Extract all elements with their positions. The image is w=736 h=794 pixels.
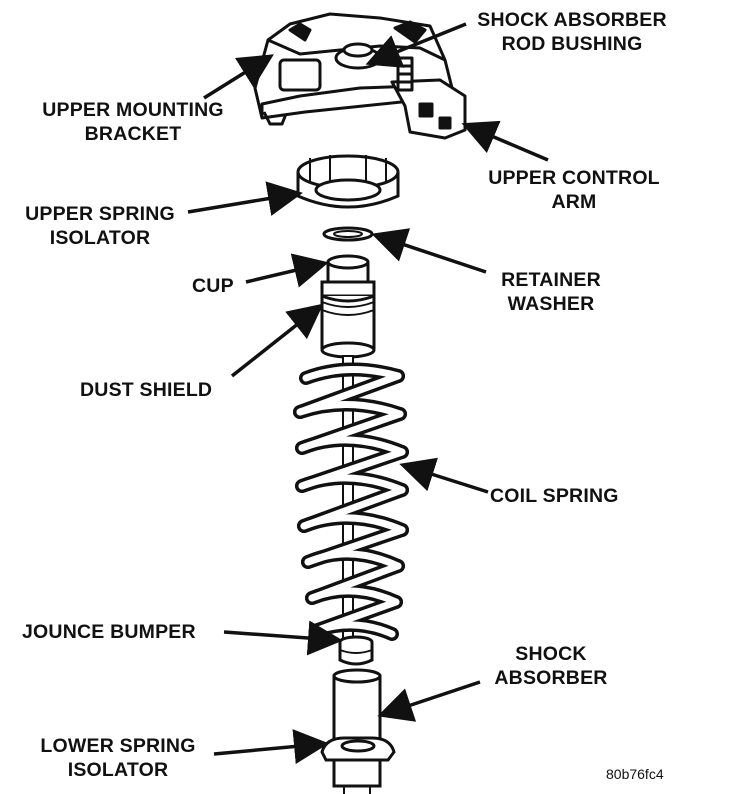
lower-spring-isolator-drawing <box>320 736 396 762</box>
label-line: ARM <box>551 191 597 213</box>
label-line: ISOLATOR <box>67 759 169 781</box>
arrow-upper-mounting-bracket <box>203 54 274 100</box>
label-shock-absorber-rod-bushing: SHOCK ABSORBER ROD BUSHING <box>462 8 682 56</box>
arrow-cup <box>245 253 329 288</box>
label-lower-spring-isolator: LOWER SPRING ISOLATOR <box>22 734 214 782</box>
dust-shield-drawing <box>320 254 376 359</box>
arrow-rod-bushing <box>365 22 467 68</box>
label-line: LOWER SPRING <box>40 735 196 757</box>
upper-spring-isolator-drawing <box>296 154 400 209</box>
label-upper-mounting-bracket: UPPER MOUNTING BRACKET <box>26 98 240 146</box>
label-line: UPPER SPRING <box>25 203 175 225</box>
label-shock-absorber: SHOCK ABSORBER <box>476 642 626 690</box>
label-line: BRACKET <box>84 123 182 145</box>
arrow-coil-spring <box>399 457 489 494</box>
retainer-washer-drawing <box>322 226 374 242</box>
label-line: ROD BUSHING <box>501 33 643 55</box>
label-dust-shield: DUST SHIELD <box>80 379 213 401</box>
label-line: WASHER <box>507 293 595 315</box>
arrow-upper-control-arm <box>461 120 549 162</box>
arrow-shock-absorber <box>377 680 481 722</box>
label-upper-control-arm: UPPER CONTROL ARM <box>474 166 674 214</box>
arrow-retainer-washer <box>371 228 487 274</box>
coil-spring-inner <box>296 366 406 638</box>
arrow-dust-shield <box>230 303 324 378</box>
label-line: UPPER CONTROL <box>488 167 660 189</box>
label-cup: CUP <box>192 275 234 297</box>
label-line: UPPER MOUNTING <box>42 99 224 121</box>
label-line: ABSORBER <box>494 667 608 689</box>
upper-mounting-bracket-drawing <box>253 12 467 140</box>
label-line: SHOCK ABSORBER <box>477 9 667 31</box>
arrow-lower-spring-isolator <box>213 729 329 765</box>
label-jounce-bumper: JOUNCE BUMPER <box>22 621 196 643</box>
arrow-upper-spring-isolator <box>187 181 303 216</box>
label-retainer-washer: RETAINER WASHER <box>486 268 616 316</box>
leader-arrows <box>187 22 549 765</box>
label-coil-spring: COIL SPRING <box>490 485 619 507</box>
label-upper-spring-isolator: UPPER SPRING ISOLATOR <box>10 202 190 250</box>
label-line: ISOLATOR <box>49 227 151 249</box>
label-line: SHOCK <box>515 643 587 665</box>
figure-code: 80b76fc4 <box>606 766 664 782</box>
arrow-jounce-bumper <box>223 620 343 656</box>
jounce-bumper-drawing <box>338 635 374 666</box>
label-line: RETAINER <box>501 269 601 291</box>
